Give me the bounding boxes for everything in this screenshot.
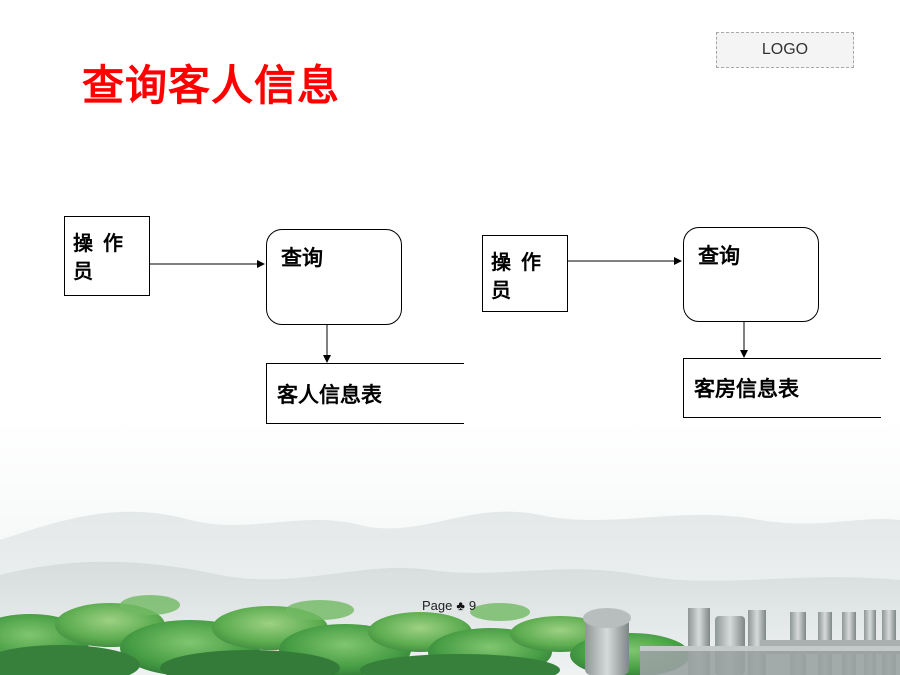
right-actor-box: 操作员 xyxy=(482,235,568,312)
page-label: Page xyxy=(422,598,453,613)
logo-text: LOGO xyxy=(761,41,809,58)
right-process-box: 查询 xyxy=(683,227,819,322)
left-process-label: 查询 xyxy=(281,246,323,270)
page-number: Page ♣ 9 xyxy=(422,598,476,613)
left-actor-box: 操作员 xyxy=(64,216,150,296)
left-actor-label: 操作员 xyxy=(73,231,133,283)
left-datastore: 客人信息表 xyxy=(266,363,464,424)
left-datastore-label: 客人信息表 xyxy=(277,382,382,407)
left-process-box: 查询 xyxy=(266,229,402,325)
right-datastore: 客房信息表 xyxy=(683,358,881,418)
right-actor-label: 操作员 xyxy=(491,250,551,302)
right-datastore-label: 客房信息表 xyxy=(694,377,799,401)
club-icon: ♣ xyxy=(456,598,465,613)
logo-placeholder: LOGO xyxy=(716,32,854,68)
page-number-value: 9 xyxy=(468,598,477,613)
page-title: 查询客人信息 xyxy=(82,61,341,110)
right-process-label: 查询 xyxy=(698,244,740,268)
